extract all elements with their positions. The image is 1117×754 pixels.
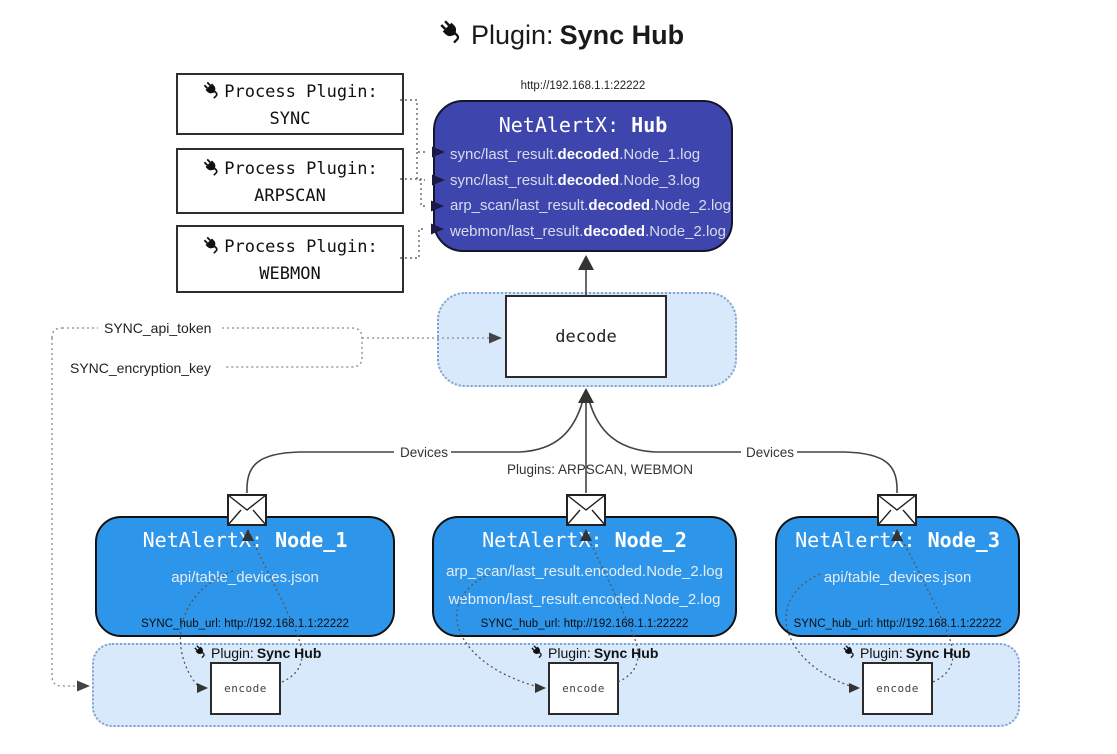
sync-encryption-key-label: SYNC_encryption_key: [68, 360, 213, 376]
encode-plugin-prefix: Plugin:: [548, 645, 591, 661]
node-2-box: NetAlertX: Node_2 arp_scan/last_result.e…: [432, 516, 737, 637]
node-title-prefix: NetAlertX:: [142, 528, 264, 552]
process-plugin-name: SYNC: [269, 108, 311, 129]
node-title-name: Node_2: [614, 528, 687, 552]
node-hub-url: SYNC_hub_url: http://192.168.1.1:22222: [793, 618, 1002, 630]
process-plugin-box-sync: Process Plugin: SYNC: [176, 73, 404, 135]
hub-title-prefix: NetAlertX:: [498, 113, 620, 137]
page-title-name: Sync Hub: [559, 19, 685, 50]
node-3-box: NetAlertX: Node_3 api/table_devices.json…: [775, 516, 1020, 637]
hub-node: NetAlertX: Hub sync/last_result.decoded.…: [433, 100, 733, 252]
node-title-prefix: NetAlertX:: [795, 528, 916, 552]
plug-icon: [530, 644, 545, 662]
plug-icon: [193, 644, 208, 662]
envelope-icon: [566, 493, 606, 527]
edge-label-plugins: Plugins: ARPSCAN, WEBMON: [507, 462, 694, 477]
process-plugin-box-arpscan: Process Plugin: ARPSCAN: [176, 148, 404, 214]
node-file: webmon/last_result.encoded.Node_2.log: [448, 591, 721, 608]
plug-icon: [202, 80, 222, 105]
plug-icon: [202, 235, 222, 260]
node-title-prefix: NetAlertX:: [482, 528, 603, 552]
plug-icon: [202, 157, 222, 182]
process-plugin-label: Process Plugin:: [224, 237, 378, 257]
node-file: api/table_devices.json: [823, 569, 972, 586]
encode-plugin-name: Sync Hub: [905, 645, 971, 661]
node-title: NetAlertX: Node_3: [777, 528, 1018, 552]
node-title-name: Node_3: [927, 528, 1000, 552]
encode-box: encode: [862, 662, 933, 715]
process-plugin-name: ARPSCAN: [254, 185, 326, 206]
node-file-list: api/table_devices.json: [97, 564, 393, 592]
plug-icon: [438, 18, 465, 52]
envelope-icon: [877, 493, 917, 527]
plug-icon: [842, 644, 857, 662]
hub-title-name: Hub: [631, 113, 668, 137]
encode-plugin-name: Sync Hub: [593, 645, 659, 661]
page-title-prefix: Plugin:: [471, 19, 554, 50]
hub-log-line: sync/last_result.decoded.Node_3.log: [450, 171, 701, 189]
page-title: Plugin: Sync Hub: [438, 18, 684, 52]
node-hub-url: SYNC_hub_url: http://192.168.1.1:22222: [141, 618, 349, 630]
node-title: NetAlertX: Node_1: [97, 528, 393, 552]
hub-log-line: arp_scan/last_result.decoded.Node_2.log: [450, 197, 731, 214]
hub-log-line: sync/last_result.decoded.Node_1.log: [450, 146, 701, 163]
node-file: api/table_devices.json: [171, 569, 319, 586]
process-plugin-name: WEBMON: [259, 263, 321, 284]
process-plugin-label: Process Plugin:: [224, 82, 378, 102]
encode-plugin-name: Sync Hub: [256, 645, 322, 661]
edge-label-devices-left: Devices: [397, 445, 452, 460]
sync-api-token-label: SYNC_api_token: [102, 320, 214, 336]
node-file: arp_scan/last_result.encoded.Node_2.log: [446, 563, 723, 580]
envelope-icon: [227, 493, 267, 527]
encode-plugin-label: Plugin: Sync Hub: [842, 644, 970, 662]
encode-plugin-label: Plugin: Sync Hub: [193, 644, 321, 662]
hub-log-list: sync/last_result.decoded.Node_1.log sync/…: [435, 142, 731, 244]
encode-box: encode: [548, 662, 619, 715]
node-1-box: NetAlertX: Node_1 api/table_devices.json…: [95, 516, 395, 637]
node-file-list: api/table_devices.json: [777, 564, 1018, 592]
node-title-name: Node_1: [275, 528, 348, 552]
encode-plugin-prefix: Plugin:: [211, 645, 254, 661]
decode-box: decode: [505, 295, 667, 378]
hub-title: NetAlertX: Hub: [435, 113, 731, 137]
edge-label-devices-right: Devices: [743, 445, 798, 460]
process-plugin-label: Process Plugin:: [224, 159, 378, 179]
node-title: NetAlertX: Node_2: [434, 528, 735, 552]
encode-plugin-label: Plugin: Sync Hub: [530, 644, 658, 662]
hub-log-line: webmon/last_result.decoded.Node_2.log: [450, 222, 726, 240]
encode-box: encode: [210, 662, 281, 715]
encode-plugin-prefix: Plugin:: [860, 645, 903, 661]
hub-url: http://192.168.1.1:22222: [520, 80, 646, 92]
node-hub-url: SYNC_hub_url: http://192.168.1.1:22222: [480, 618, 689, 630]
process-plugin-box-webmon: Process Plugin: WEBMON: [176, 225, 404, 293]
